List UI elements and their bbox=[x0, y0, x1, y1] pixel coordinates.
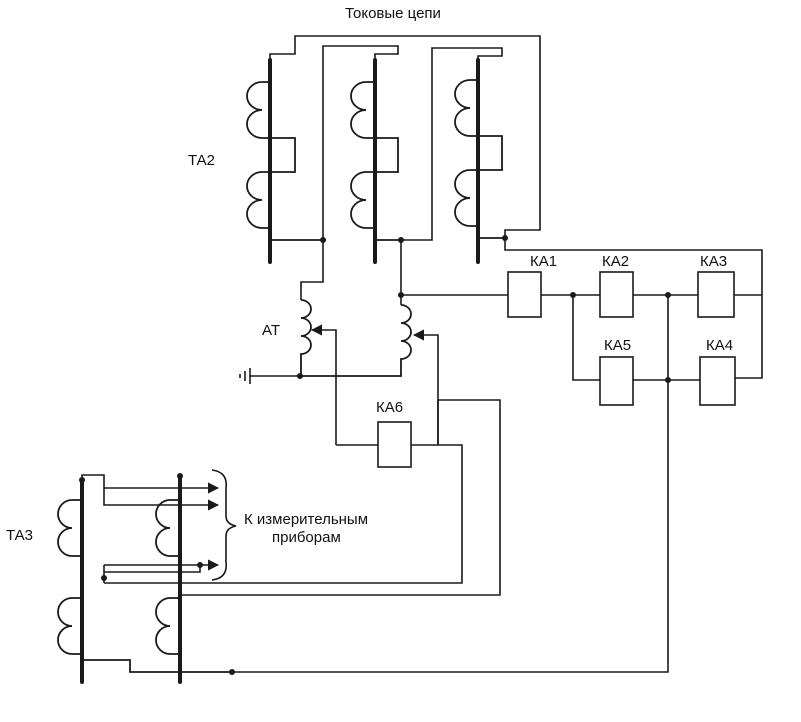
diagram-title: Токовые цепи bbox=[345, 5, 441, 22]
ka5-label: КА5 bbox=[604, 337, 631, 354]
ka3-label: КА3 bbox=[700, 253, 727, 270]
ka6-relay bbox=[377, 421, 412, 468]
ka3-relay bbox=[697, 271, 735, 318]
instruments-label-line2: приборам bbox=[272, 529, 341, 546]
ground-icon bbox=[239, 368, 300, 384]
ka4-label: КА4 bbox=[706, 337, 733, 354]
ta2-coil-c bbox=[454, 79, 505, 239]
ka4-relay bbox=[699, 356, 736, 406]
at-autotransformer bbox=[298, 240, 439, 445]
ta2-coil-b bbox=[350, 81, 401, 241]
instruments-label-line1: К измерительным bbox=[244, 511, 368, 528]
ta2-label: ТА2 bbox=[188, 152, 215, 169]
at-label: АТ bbox=[262, 322, 280, 339]
ka5-relay bbox=[599, 356, 634, 406]
ta3-transformer bbox=[57, 473, 235, 684]
ta3-label: ТА3 bbox=[6, 527, 33, 544]
ka2-label: КА2 bbox=[602, 253, 629, 270]
ta2-coil-a bbox=[246, 81, 323, 241]
ka2-relay bbox=[599, 271, 634, 318]
instruments-brace bbox=[211, 469, 237, 581]
ka1-relay bbox=[507, 271, 542, 318]
ka6-label: КА6 bbox=[376, 399, 403, 416]
ka1-label: КА1 bbox=[530, 253, 557, 270]
ta2-transformer bbox=[246, 35, 541, 264]
